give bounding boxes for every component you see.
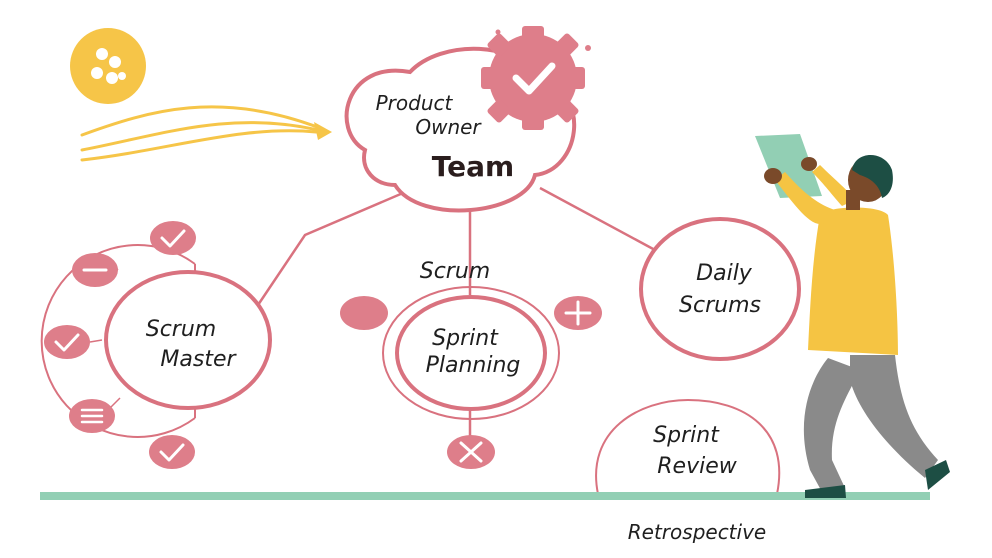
sprint-planning-line2: Planning xyxy=(426,353,521,378)
check-icon xyxy=(149,435,195,469)
minus-icon xyxy=(72,253,118,287)
sprint-review-line2: Review xyxy=(657,454,737,479)
connectors xyxy=(256,186,656,440)
check-icon xyxy=(150,221,196,255)
daily-scrums-node xyxy=(639,217,801,361)
daily-scrums-line1: Daily xyxy=(696,261,753,286)
scrum-master-line2: Master xyxy=(160,347,237,372)
gear-check-icon xyxy=(481,26,591,130)
scrum-label: Scrum xyxy=(420,259,490,284)
sprint-review-node xyxy=(595,398,781,495)
daily-scrums-line2: Scrums xyxy=(679,293,761,318)
check-icon xyxy=(44,325,90,359)
blank-icon xyxy=(340,296,388,330)
team-title: Team xyxy=(432,150,514,183)
team-line2: Owner xyxy=(415,115,482,139)
gears-icon xyxy=(70,28,146,104)
retrospective-label: Retrospective xyxy=(628,520,766,544)
ground-line xyxy=(40,492,930,500)
close-icon xyxy=(447,435,495,469)
flow-arrow xyxy=(80,105,332,162)
person-illustration xyxy=(755,134,950,498)
sprint-planning-node xyxy=(382,286,560,420)
sprint-review-line1: Sprint xyxy=(653,423,720,448)
sprint-planning-line1: Sprint xyxy=(432,326,499,351)
scrum-master-node xyxy=(40,244,272,438)
scrum-master-line1: Scrum xyxy=(146,317,216,342)
team-line1: Product xyxy=(376,91,454,115)
list-icon xyxy=(69,399,115,433)
plus-icon xyxy=(554,296,602,330)
